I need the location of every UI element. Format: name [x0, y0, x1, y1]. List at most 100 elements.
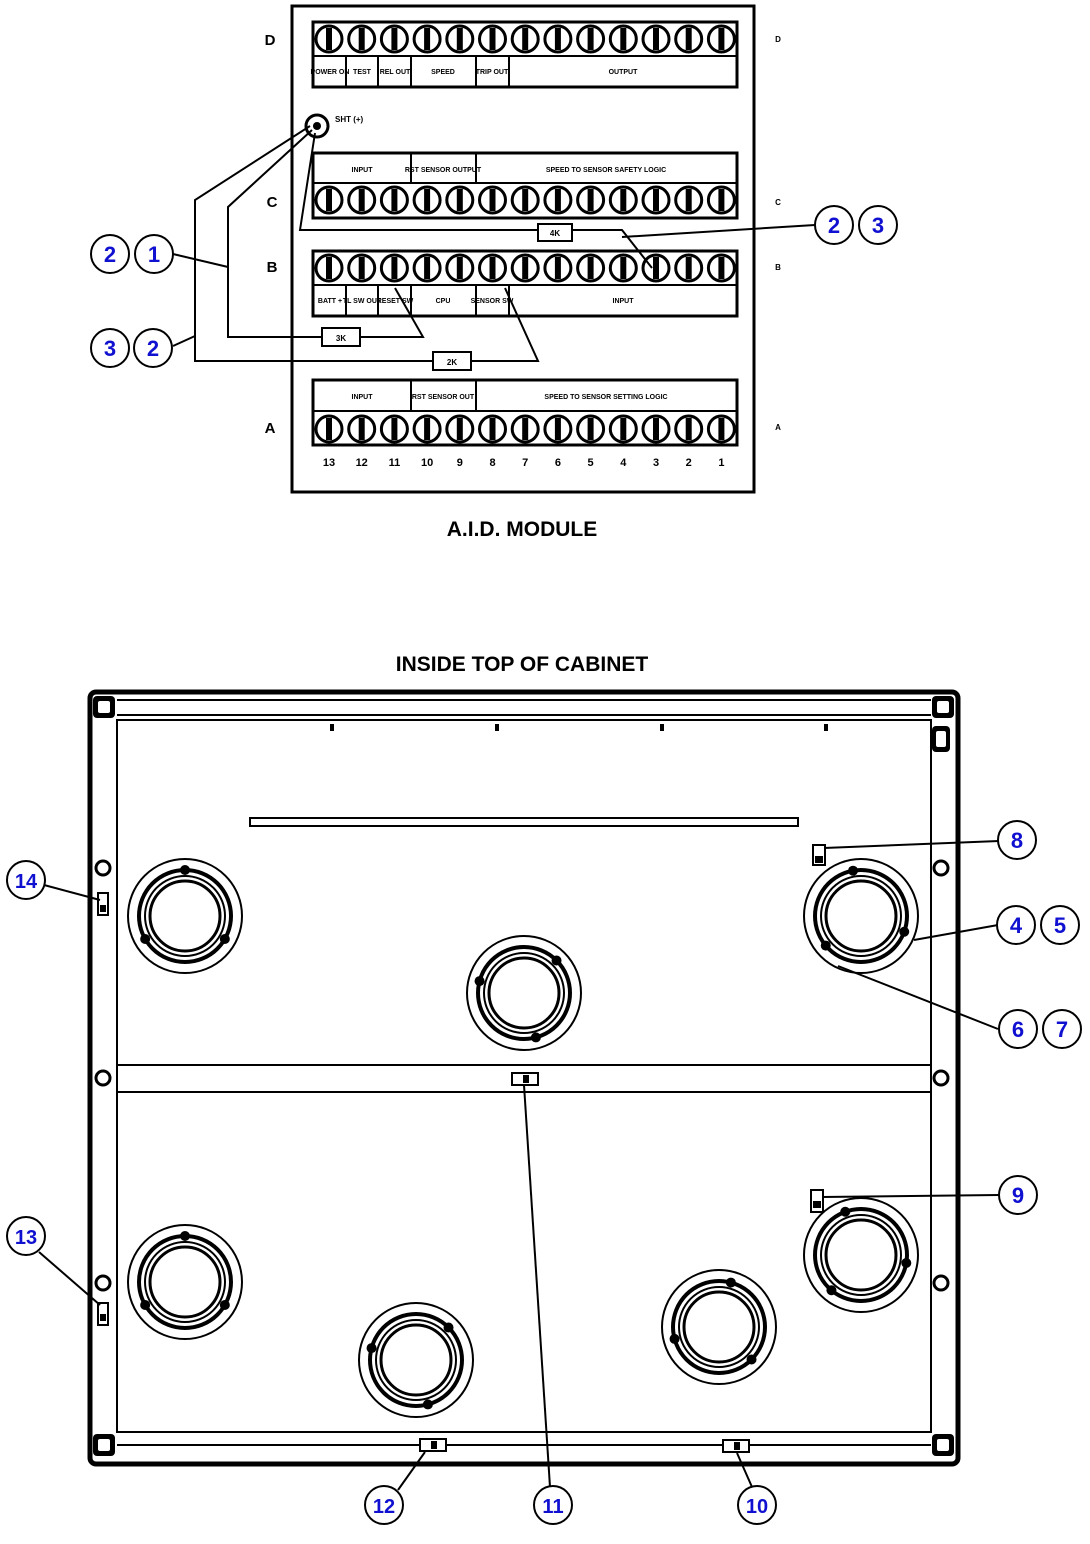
cable-glands: [127, 858, 919, 1418]
terminal-screw-b-4: [412, 253, 442, 283]
callout-12-number: 12: [373, 1496, 395, 1518]
terminal-screw-d-1: [314, 24, 344, 54]
callout-6-7-second: 7: [1056, 1017, 1068, 1042]
row-a-header-3: SPEED TO SENSOR SETTING LOGIC: [544, 394, 667, 401]
callout-leaders-module: [172, 224, 816, 347]
terminal-screw-a-4: [412, 414, 442, 444]
aid-module-panel: [290, 4, 756, 494]
terminal-screw-d-3: [379, 24, 409, 54]
callout-2-1-second: 1: [148, 242, 160, 267]
terminal-screw-c-5: [445, 185, 475, 215]
row-d-header-3: REL OUT: [380, 69, 411, 76]
row-letter-b: B: [267, 259, 278, 276]
terminal-number-9: 9: [457, 457, 463, 469]
callout-2-3: 2 3: [814, 205, 898, 245]
terminal-screw-d-12: [674, 24, 704, 54]
terminal-screw-b-9: [576, 253, 606, 283]
row-letter-c-right: C: [775, 198, 781, 207]
terminal-screw-a-2: [347, 414, 377, 444]
terminal-screw-a-8: [543, 414, 573, 444]
terminal-screw-a-11: [641, 414, 671, 444]
terminal-strip-b: [311, 249, 739, 318]
terminal-screw-d-10: [608, 24, 638, 54]
callout-2-1: 2 1: [90, 234, 174, 274]
terminal-number-5: 5: [588, 457, 594, 469]
callout-14: 14: [6, 860, 46, 900]
row-b-header-4: CPU: [436, 298, 451, 305]
terminal-screw-b-5: [445, 253, 475, 283]
terminal-screw-d-4: [412, 24, 442, 54]
callout-2-1-first: 2: [104, 242, 116, 267]
callout-6-7-first: 6: [1012, 1017, 1024, 1042]
row-b-header-5: SENSOR SW: [471, 298, 514, 305]
cable-gland-3: [803, 858, 919, 974]
terminal-number-12: 12: [356, 457, 368, 469]
terminal-number-3: 3: [653, 457, 659, 469]
callout-4-5-first: 4: [1010, 913, 1023, 938]
terminal-screw-a-12: [674, 414, 704, 444]
terminal-number-13: 13: [323, 457, 335, 469]
terminal-screw-d-11: [641, 24, 671, 54]
terminal-screw-c-4: [412, 185, 442, 215]
callout-3-2: 3 2: [90, 328, 173, 368]
callout-13: 13: [6, 1216, 46, 1256]
callout-leaders-cabinet: [38, 840, 1000, 1491]
terminal-screw-c-10: [608, 185, 638, 215]
terminal-screw-c-3: [379, 185, 409, 215]
top-bar: [249, 817, 799, 827]
row-letter-a-right: A: [775, 423, 781, 432]
terminal-screw-a-6: [478, 414, 507, 444]
aid-module-caption: A.I.D. MODULE: [447, 518, 598, 541]
row-letter-c: C: [267, 194, 278, 211]
row-d-header-6: OUTPUT: [609, 69, 639, 76]
row-d-header-1: POWER ON: [311, 69, 350, 76]
clip-14: [97, 892, 109, 916]
terminal-screw-a-7: [510, 414, 540, 444]
cabinet-caption: INSIDE TOP OF CABINET: [396, 653, 649, 676]
callout-14-number: 14: [15, 871, 38, 893]
row-b-header-2: TL SW OUT: [343, 298, 382, 305]
terminal-number-6: 6: [555, 457, 561, 469]
terminal-screw-b-1: [314, 253, 344, 283]
row-letter-b-right: B: [775, 263, 781, 272]
terminal-screw-a-5: [445, 414, 475, 444]
terminal-screw-b-13: [706, 253, 736, 283]
shunt-label: SHT (+): [335, 115, 364, 124]
cable-gland-2: [466, 935, 582, 1051]
terminal-number-4: 4: [620, 457, 627, 469]
terminal-screw-c-6: [478, 185, 507, 215]
callout-13-number: 13: [15, 1227, 37, 1249]
callout-3-2-second: 2: [147, 336, 159, 361]
row-a-header-1: INPUT: [352, 394, 374, 401]
callout-9-number: 9: [1012, 1183, 1024, 1208]
callout-2-3-second: 3: [872, 213, 884, 238]
terminal-screw-b-7: [510, 253, 540, 283]
terminal-screw-c-13: [706, 185, 736, 215]
terminal-screw-d-2: [347, 24, 377, 54]
top-marks: [330, 724, 828, 731]
terminal-screw-b-3: [379, 253, 409, 283]
callout-10-number: 10: [746, 1496, 768, 1518]
callout-4-5: 4 5: [996, 905, 1080, 945]
row-b-header-3: RESET SW: [377, 298, 414, 305]
row-d-header-4: SPEED: [431, 69, 455, 76]
terminal-number-7: 7: [522, 457, 528, 469]
row-letter-a: A: [265, 420, 276, 437]
tag-4k: 4K: [550, 229, 560, 238]
terminal-strip-a: [311, 378, 739, 447]
terminal-screw-c-8: [543, 185, 573, 215]
cable-gland-1: [127, 858, 243, 974]
terminal-screw-a-1: [314, 414, 344, 444]
callout-2-3-first: 2: [828, 213, 840, 238]
terminal-screw-b-8: [543, 253, 573, 283]
terminal-screw-a-3: [379, 414, 409, 444]
terminal-number-8: 8: [489, 457, 495, 469]
row-b-header-1: BATT +: [318, 298, 342, 305]
terminal-screw-c-1: [314, 185, 344, 215]
terminal-screw-a-13: [706, 414, 736, 444]
row-c-header-2: RST SENSOR OUTPUT: [405, 167, 482, 174]
cable-gland-4: [127, 1224, 243, 1340]
terminal-screw-a-9: [576, 414, 606, 444]
callout-4-5-second: 5: [1054, 913, 1066, 938]
aid-module: [290, 4, 756, 494]
